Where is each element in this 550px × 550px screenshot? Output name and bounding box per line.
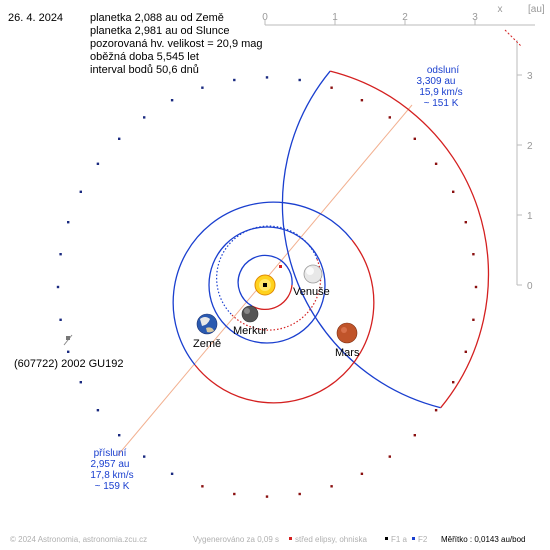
corner-mark	[504, 29, 523, 48]
info-panel: planetka 2,088 au od Země planetka 2,981…	[90, 12, 263, 77]
earth-icon	[196, 313, 218, 335]
orbit-marker	[265, 495, 269, 498]
mars-orbit-red	[194, 239, 375, 404]
perihelion-temperature: ~ 159 K	[95, 481, 130, 492]
y-tick-0: 0	[527, 281, 533, 292]
y-tick-1: 1	[527, 211, 533, 222]
aphelion-label: odsluní 3,309 au 15,9 km/s ~ 151 K	[417, 65, 463, 109]
footer: © 2024 Astronomia, astronomia.zcu.cz Vyg…	[10, 535, 526, 544]
mars-orbit-blue	[172, 201, 353, 366]
aphelion-temperature: ~ 151 K	[424, 98, 459, 109]
orbit-marker	[360, 99, 364, 102]
info-earth-distance: planetka 2,088 au od Země	[90, 12, 224, 24]
mars-label: Mars	[335, 347, 360, 359]
orbit-marker	[233, 78, 236, 82]
orbit-marker	[67, 350, 70, 353]
footer-generated: Vygenerováno za 0,09 s	[193, 535, 279, 544]
date: 26. 4. 2024	[8, 12, 64, 24]
y-axis-label: [au]	[528, 4, 545, 15]
orbit-marker	[388, 455, 391, 458]
orbit-marker	[96, 409, 100, 412]
mercury-label: Merkur	[233, 325, 268, 337]
orbit-marker	[201, 86, 204, 89]
asteroid-orbit	[56, 70, 490, 498]
footer-legend-f1: F1 a	[391, 535, 408, 544]
perihelion-distance: 2,957 au	[91, 459, 130, 470]
mars-icon	[336, 322, 358, 344]
orbit-marker	[96, 162, 100, 165]
info-sun-distance: planetka 2,981 au od Slunce	[90, 25, 230, 37]
asteroid-label: (607722) 2002 GU192	[14, 358, 123, 370]
orbit-marker	[233, 492, 236, 496]
orbit-marker	[170, 472, 174, 475]
orbit-marker	[143, 116, 146, 119]
orbit-marker	[298, 492, 301, 496]
orbit-marker	[170, 99, 174, 102]
aphelion-speed: 15,9 km/s	[419, 87, 462, 98]
footer-legend-center: střed elipsy, ohniska	[295, 535, 367, 544]
info-period: oběžná doba 5,545 let	[90, 51, 199, 63]
orbit-marker	[143, 455, 146, 458]
orbit-marker	[201, 485, 204, 488]
orbit-marker	[474, 285, 478, 289]
orbit-marker	[472, 253, 475, 256]
x-tick-0: 0	[262, 12, 268, 23]
orbit-marker	[452, 381, 455, 384]
orbit-marker	[67, 221, 70, 224]
earth-label: Země	[193, 338, 221, 350]
top-axis: 0 1 2 3 x	[262, 4, 535, 26]
perihelion-title: přísluní	[94, 448, 127, 459]
sun-icon	[254, 265, 282, 296]
mercury-icon	[241, 305, 259, 323]
venus-orbit-blue	[216, 225, 318, 316]
orbit-marker	[413, 137, 416, 140]
orbit-marker	[118, 434, 121, 437]
mercury-orbit-blue	[237, 254, 293, 307]
asteroid-marker-icon	[63, 334, 73, 346]
x-axis-label: x	[498, 4, 503, 15]
venus-icon	[303, 264, 323, 284]
earth-orbit	[208, 226, 326, 344]
orbit-marker	[434, 409, 438, 412]
venus-orbit-red	[231, 258, 322, 331]
orbit-marker	[118, 137, 121, 140]
orbit-marker	[452, 190, 455, 193]
orbit-marker	[388, 116, 391, 119]
orbit-marker	[360, 472, 364, 475]
orbit-marker	[59, 253, 62, 256]
orbit-marker	[413, 434, 416, 437]
footer-legend-f2: F2	[418, 535, 428, 544]
orbit-time-markers	[56, 76, 478, 498]
info-interval: interval bodů 50,6 dnů	[90, 64, 199, 76]
y-tick-3: 3	[527, 71, 533, 82]
info-magnitude: pozorovaná hv. velikost = 20,9 mag	[90, 38, 263, 50]
perihelion-label: přísluní 2,957 au 17,8 km/s ~ 159 K	[90, 448, 133, 492]
footer-copyright: © 2024 Astronomia, astronomia.zcu.cz	[10, 535, 147, 544]
orbit-marker	[330, 485, 333, 488]
orbit-marker	[59, 318, 62, 321]
orbit-marker	[56, 285, 60, 289]
orbit-marker	[464, 350, 467, 353]
orbit-marker	[330, 86, 333, 89]
orbit-marker	[472, 318, 475, 321]
mercury-orbit-red	[251, 284, 293, 311]
aphelion-title: odsluní	[427, 65, 459, 76]
orbit-marker	[298, 78, 301, 82]
aphelion-distance: 3,309 au	[417, 76, 456, 87]
right-axis: 3 2 1 0 [au]	[516, 4, 545, 292]
venus-label: Venuše	[293, 286, 330, 298]
x-tick-1: 1	[332, 12, 338, 23]
x-tick-3: 3	[472, 12, 478, 23]
orbit-marker	[434, 162, 438, 165]
orbit-marker	[79, 381, 82, 384]
x-tick-2: 2	[402, 12, 408, 23]
perihelion-speed: 17,8 km/s	[90, 470, 133, 481]
orbit-marker	[464, 221, 467, 224]
orbit-marker	[79, 190, 82, 193]
y-tick-2: 2	[527, 141, 533, 152]
orbit-marker	[265, 76, 269, 79]
footer-scale: Měřítko : 0,0143 au/bod	[441, 535, 526, 544]
